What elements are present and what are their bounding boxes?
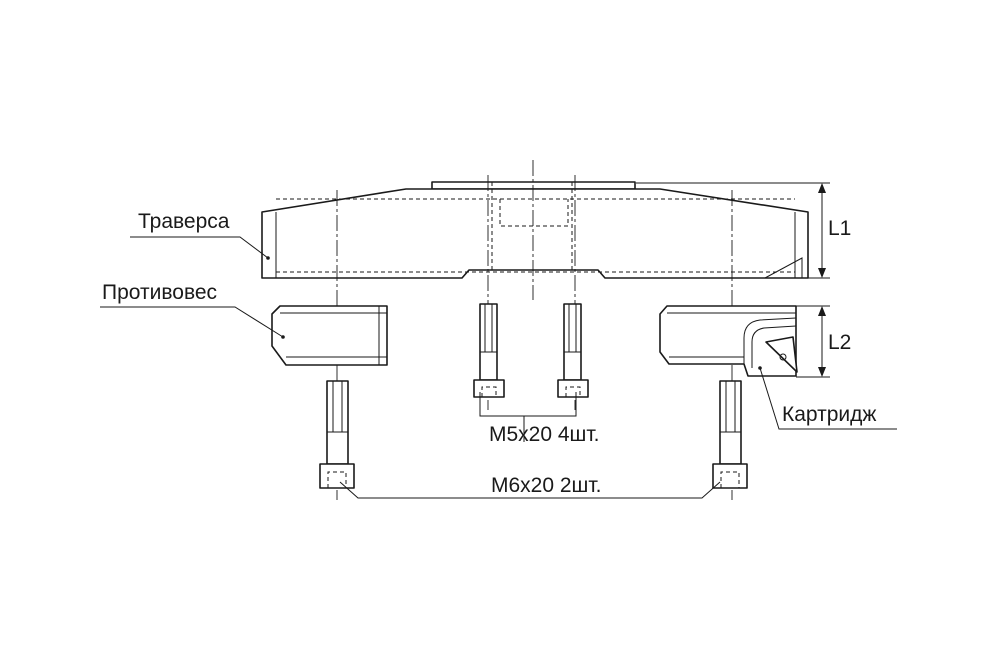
traverse-body (261, 181, 809, 279)
dimension-l1-label: L1 (828, 217, 851, 240)
m5-screws-label: M5x20 4шт. (489, 423, 600, 446)
m5-screw-right (557, 303, 589, 398)
dimension-l1 (636, 182, 830, 279)
leader-cartridge (758, 366, 897, 430)
leader-m5-screws (479, 392, 577, 442)
leader-m6-screws (339, 481, 721, 499)
leader-traverse (130, 236, 270, 260)
m5-screw-left (473, 303, 505, 398)
cartridge-label: Картридж (782, 403, 876, 426)
traverse-label: Траверса (138, 210, 230, 233)
leader-counterweight (100, 306, 285, 339)
cartridge-body (659, 305, 798, 377)
m6-screw-right (712, 380, 748, 489)
counterweight-label: Противовес (102, 281, 217, 304)
m6-screws-label: M6x20 2шт. (491, 474, 602, 497)
dimension-l2 (796, 305, 830, 378)
dimension-l2-label: L2 (828, 331, 851, 354)
m6-screw-left (319, 380, 355, 489)
counterweight-body (271, 305, 388, 366)
